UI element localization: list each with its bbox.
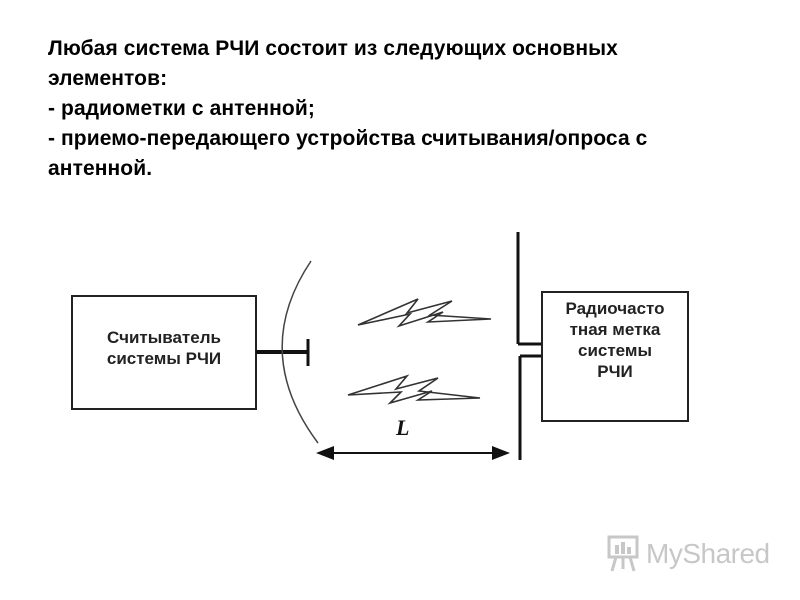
signal-bolt-upper [357, 298, 492, 328]
reader-box [71, 295, 257, 410]
watermark-logo: MyShared [606, 532, 770, 576]
reader-label-line: Считыватель [107, 328, 221, 347]
tag-label-line: тная метка [569, 320, 661, 339]
intro-text: Любая система РЧИ состоит из следующих о… [48, 34, 778, 184]
distance-arrow-right-head [492, 446, 510, 460]
tag-label: Радиочасто тная метка системы РЧИ [542, 298, 688, 382]
tag-label-line: Радиочасто [565, 299, 665, 318]
reader-label-line: системы РЧИ [106, 349, 222, 368]
distance-arrow-left-head [316, 446, 334, 460]
tag-label-line: РЧИ [597, 362, 633, 381]
tag-label-line: системы [577, 341, 652, 360]
watermark-text: MyShared [646, 538, 770, 569]
reader-label: Считыватель системы РЧИ [72, 327, 256, 369]
intro-line: антенной. [48, 157, 153, 180]
signal-bolt-lower [347, 374, 481, 405]
intro-line: - радиометки с антенной; [48, 97, 315, 120]
intro-line: - приемо-передающего устройства считыван… [48, 127, 648, 150]
presentation-board-icon [607, 535, 639, 572]
distance-label: L [396, 415, 410, 440]
intro-line: Любая система РЧИ состоит из следующих о… [48, 37, 618, 60]
reader-field-arc [281, 260, 319, 444]
intro-line: элементов: [48, 67, 168, 90]
tag-box [541, 291, 689, 422]
